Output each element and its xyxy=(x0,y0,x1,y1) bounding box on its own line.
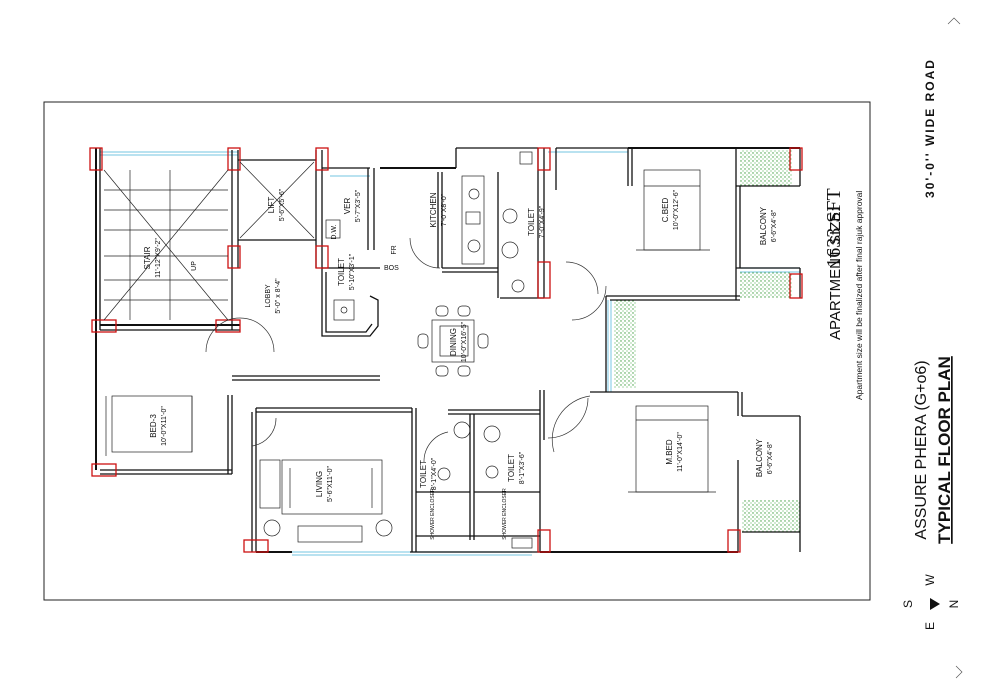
label-bed3-name: BED-3 xyxy=(149,414,158,438)
door-swings xyxy=(205,237,607,463)
label-balcony-top-size: 6'-6"X4'-8" xyxy=(771,209,778,242)
label-toilet-b-size: 8'-1"X3'-6" xyxy=(519,451,526,484)
structural-columns xyxy=(89,147,803,553)
label-toilet-b-name: TOILET xyxy=(507,454,516,482)
label-lift-name: LIFT xyxy=(267,197,276,214)
label-fr: FR xyxy=(391,245,398,254)
apartment-size-value: 1633 SFT xyxy=(823,188,845,267)
label-stair-size: 11'-12"X9'-2" xyxy=(155,238,162,278)
label-dining-name: DINING xyxy=(449,328,458,356)
label-stair-name: STAIR xyxy=(143,246,152,269)
compass-w: W xyxy=(923,574,937,586)
label-ver-name: VER xyxy=(343,198,352,215)
label-toilet-a-name: TOILET xyxy=(419,460,428,488)
label-ver-size: 5'-7"X3'-5" xyxy=(355,189,362,222)
scan-marks xyxy=(947,17,963,679)
title-block: APARTMENT SIZE: 1633 SFT Apartment size … xyxy=(823,58,954,544)
label-kitchen-name: KITCHEN xyxy=(429,192,438,227)
compass: S E W N xyxy=(901,574,961,630)
furniture xyxy=(103,151,716,549)
window-lines xyxy=(95,151,800,556)
label-shower-b: SHOWER ENCLOSER xyxy=(502,488,508,540)
label-cbed-size: 10'-0"X12'-6" xyxy=(673,189,680,230)
compass-e: E xyxy=(923,622,937,630)
project-name: ASSURE PHERA (G+o6) xyxy=(913,360,930,539)
compass-s: S xyxy=(901,600,915,608)
label-balcony-bottom-name: BALCONY xyxy=(755,438,764,477)
room-labels: STAIR 11'-12"X9'-2" UP LIFT 5'-6"X5'-6" … xyxy=(143,188,778,539)
label-kitchen-toilet-size: 7'-0"X4'-9" xyxy=(539,205,546,238)
compass-arrow-icon xyxy=(930,598,940,610)
label-kitchen-toilet-name: TOILET xyxy=(527,208,536,236)
label-bed3-size: 10'-0"X11'-0" xyxy=(161,406,168,446)
label-balcony-top-name: BALCONY xyxy=(759,206,768,245)
label-mbed-size: 11'-0"X14'-0" xyxy=(677,432,684,472)
planting-areas xyxy=(614,150,800,532)
label-lobby-name: LOBBY xyxy=(265,284,272,308)
label-common-toilet-size: 5'-10"X3'-1" xyxy=(349,253,356,290)
label-living-size: 5'-6"X11'-0" xyxy=(327,466,334,502)
label-lift-size: 5'-6"X5'-6" xyxy=(279,188,286,221)
label-lobby-size: 5'-0" x 8'-4" xyxy=(275,278,282,314)
label-up: UP xyxy=(191,261,198,271)
label-shower-a: SHOWER ENCLOSER xyxy=(430,488,436,540)
apartment-size-label: APARTMENT SIZE: xyxy=(827,207,844,340)
road-label: 30'-0'' WIDE ROAD xyxy=(923,58,937,198)
plan-title: TYPICAL FLOOR PLAN xyxy=(935,356,954,544)
label-cbed-name: C.BED xyxy=(661,198,670,223)
apartment-size-note: Apartment size will be finalized after f… xyxy=(854,191,864,400)
label-mbed-name: M.BED xyxy=(665,439,674,465)
label-living-name: LIVING xyxy=(315,471,324,497)
compass-n: N xyxy=(947,600,961,609)
label-common-toilet-name: TOILET xyxy=(337,258,346,286)
label-kitchen-size: 7'-0"X8'-0" xyxy=(441,193,448,226)
label-bos: BOS xyxy=(384,265,399,272)
label-balcony-bottom-size: 6'-6"X4'-8" xyxy=(767,441,774,474)
walls xyxy=(95,147,801,553)
label-toilet-a-size: 8'-1"X4'-0" xyxy=(431,457,438,490)
label-dw: D.W. xyxy=(331,224,338,239)
label-dining-size: 10'-0"X16'-5" xyxy=(461,321,468,362)
